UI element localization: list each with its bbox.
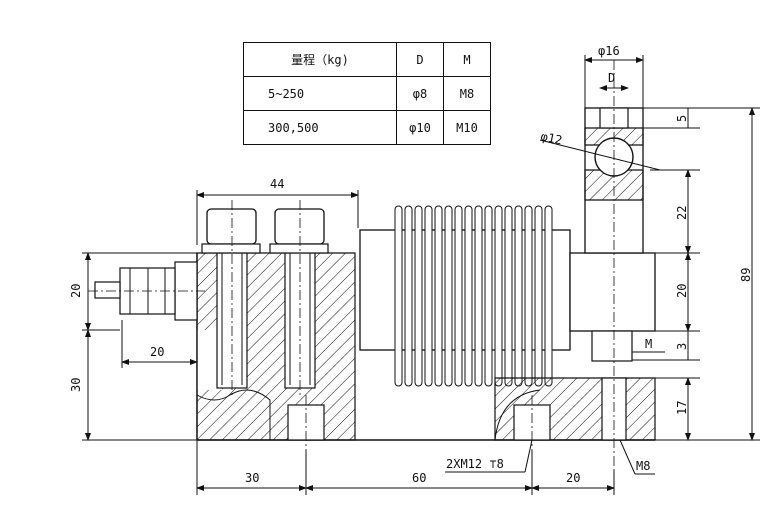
loading-pin <box>584 60 644 470</box>
cable-gland <box>88 261 205 321</box>
bellows-rib <box>494 205 503 387</box>
dim-20-left-h: 20 <box>150 345 164 359</box>
dim-22: 22 <box>675 206 689 220</box>
dim-lines <box>82 55 760 495</box>
bellows-rib <box>454 205 463 387</box>
bellows-rib <box>524 205 533 387</box>
dim-3: 3 <box>675 343 689 350</box>
dim-20-right: 20 <box>675 284 689 298</box>
header-m: M <box>443 42 491 77</box>
dim-phi16: φ16 <box>598 44 620 58</box>
m8-note: M8 <box>636 459 650 473</box>
thread-note: 2XM12 ⊤8 <box>446 457 504 471</box>
dim-30-v: 30 <box>69 378 83 392</box>
bellows-rib <box>444 205 453 387</box>
bolt-left <box>201 200 261 395</box>
bolt-right <box>269 200 329 395</box>
dim-44: 44 <box>270 177 284 191</box>
dim-phi12: φ12 <box>539 129 563 147</box>
dim-5: 5 <box>675 115 689 122</box>
spec-table-row: 300,500 φ10 M10 <box>243 110 491 145</box>
bellows <box>359 205 571 387</box>
row2-d: φ10 <box>396 110 444 145</box>
bellows-rib <box>394 205 403 387</box>
dim-m: M <box>645 337 652 351</box>
bellows-rib <box>544 205 553 387</box>
dim-text: 44 φ16 D φ12 5 22 20 3 89 17 M 20 20 30 … <box>69 44 753 485</box>
row1-m: M8 <box>443 76 491 111</box>
row2-range: 300,500 <box>243 110 397 145</box>
bellows-rib <box>514 205 523 387</box>
bellows-rib <box>504 205 513 387</box>
dim-30-h: 30 <box>245 471 259 485</box>
bellows-rib <box>474 205 483 387</box>
thread-hole-left <box>287 395 325 450</box>
dim-17: 17 <box>675 401 689 415</box>
bellows-rib <box>414 205 423 387</box>
dim-89: 89 <box>739 268 753 282</box>
bellows-rib <box>434 205 443 387</box>
header-range: 量程（kg) <box>243 42 397 77</box>
bellows-rib <box>534 205 543 387</box>
dim-20-bottom: 20 <box>566 471 580 485</box>
bellows-rib <box>424 205 433 387</box>
bellows-rib <box>404 205 413 387</box>
spec-table-row: 5~250 φ8 M8 <box>243 76 491 111</box>
bellows-rib <box>464 205 473 387</box>
bellows-rib <box>484 205 493 387</box>
spec-table: 量程（kg) D M 5~250 φ8 M8 300,500 φ10 M10 <box>243 42 491 145</box>
dim-20-left-v: 20 <box>69 284 83 298</box>
spec-table-header-row: 量程（kg) D M <box>243 42 491 77</box>
dim-d: D <box>608 71 615 85</box>
dim-60: 60 <box>412 471 426 485</box>
header-d: D <box>396 42 444 77</box>
row2-m: M10 <box>443 110 491 145</box>
